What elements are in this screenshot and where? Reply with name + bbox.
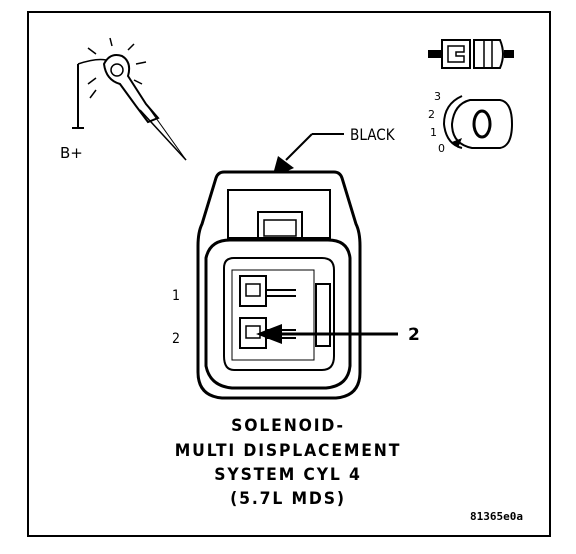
wire-color-label: BLACK [350,125,395,144]
position-label-0: 0 [438,142,445,155]
title-line-2: MULTI DISPLACEMENT [174,441,402,461]
title-line-4: (5.7L MDS) [230,489,346,509]
callout-arrow [256,324,398,344]
position-label-1: 1 [430,126,437,139]
connector-housing [196,170,362,400]
pin-label-2: 2 [172,331,181,347]
test-light-icon [72,37,187,161]
lock-position-icon [442,95,514,149]
battery-label: B+ [60,144,83,162]
title-line-1: SOLENOID- [231,416,345,436]
position-label-3: 3 [434,90,441,103]
position-label-2: 2 [428,108,435,121]
pin-label-1: 1 [172,288,181,304]
callout-label: 2 [408,325,420,345]
diagram-frame [27,11,551,537]
title-line-3: SYSTEM CYL 4 [214,465,362,485]
figure-code: 81365e0a [470,510,523,523]
terminal-1 [239,275,296,307]
connector-release-icon [428,39,514,69]
